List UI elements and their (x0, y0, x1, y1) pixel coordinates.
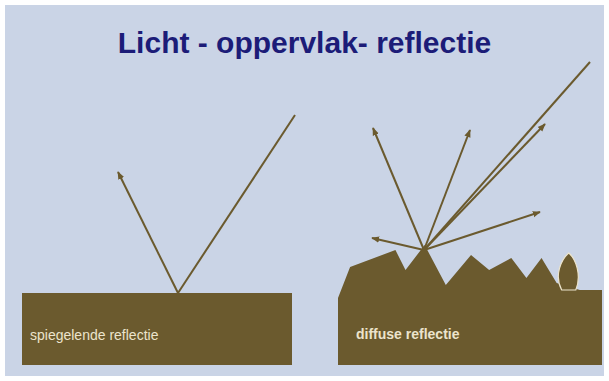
mirror-surface: spiegelende reflectie (22, 293, 292, 365)
reflected-ray (424, 212, 540, 250)
surface-label: spiegelende reflectie (30, 327, 158, 343)
reflected-ray (424, 130, 470, 250)
reflected-ray (118, 172, 178, 293)
surface-bump (558, 253, 578, 290)
rough-surface: diffuse reflectie (338, 245, 602, 365)
incident-ray (178, 115, 295, 293)
reflected-ray (373, 128, 424, 250)
surface-label: diffuse reflectie (356, 326, 459, 342)
incident-ray (424, 62, 590, 250)
rough-surface-outline (338, 245, 602, 365)
rough-surface-fill (338, 245, 602, 365)
reflected-ray (372, 238, 424, 250)
reflected-ray (424, 124, 545, 250)
title: Licht - oppervlak- reflectie (0, 26, 609, 60)
